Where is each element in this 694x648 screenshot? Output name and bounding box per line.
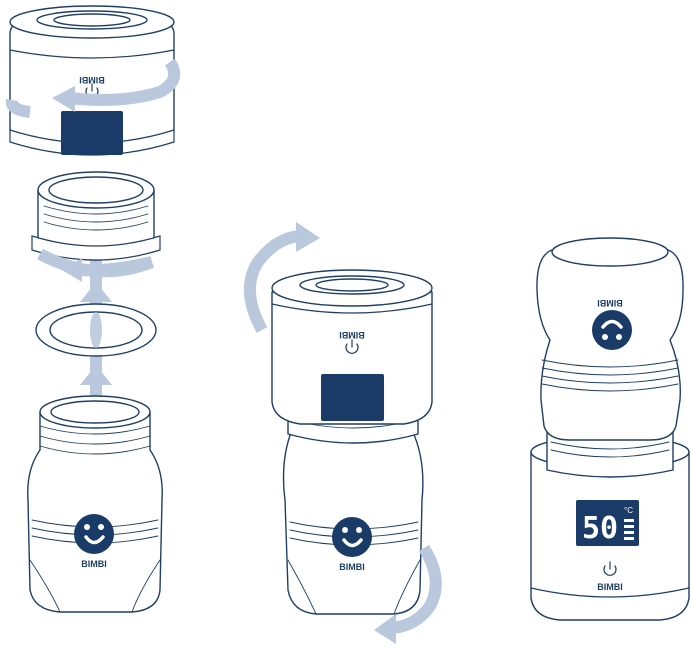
sealing-ring	[36, 304, 156, 356]
warmer-unit: BIMBI	[272, 270, 432, 424]
adapter-collar	[32, 172, 160, 282]
temperature-unit: °C	[624, 506, 633, 515]
brand-logo: BIMBI	[81, 559, 107, 569]
brand-logo-upside-down: BIMBI	[597, 298, 623, 308]
jbimbi-face-logo	[592, 310, 632, 350]
baby-bottle: BIMBI	[28, 396, 163, 612]
warmer-unit-top: BIMBI	[10, 6, 174, 155]
jbimbi-face-logo	[332, 517, 372, 557]
brand-logo: BIMBI	[597, 582, 623, 592]
step-1-exploded-assembly: BIMBI	[10, 6, 174, 612]
step-3-heating: 50 °C BIMBI	[531, 238, 689, 620]
baby-bottle: BIMBI	[284, 430, 423, 614]
lcd-display-off	[321, 374, 384, 421]
lcd-display-off	[61, 111, 123, 155]
brand-logo-upside-down: BIMBI	[339, 330, 365, 340]
jbimbi-face-logo	[74, 514, 114, 554]
step-2-assembled: BIMBI BIMBI	[250, 222, 436, 644]
temperature-readout: 50	[582, 511, 618, 546]
baby-bottle-inverted: BIMBI	[537, 238, 683, 440]
brand-logo: BIMBI	[339, 562, 365, 572]
